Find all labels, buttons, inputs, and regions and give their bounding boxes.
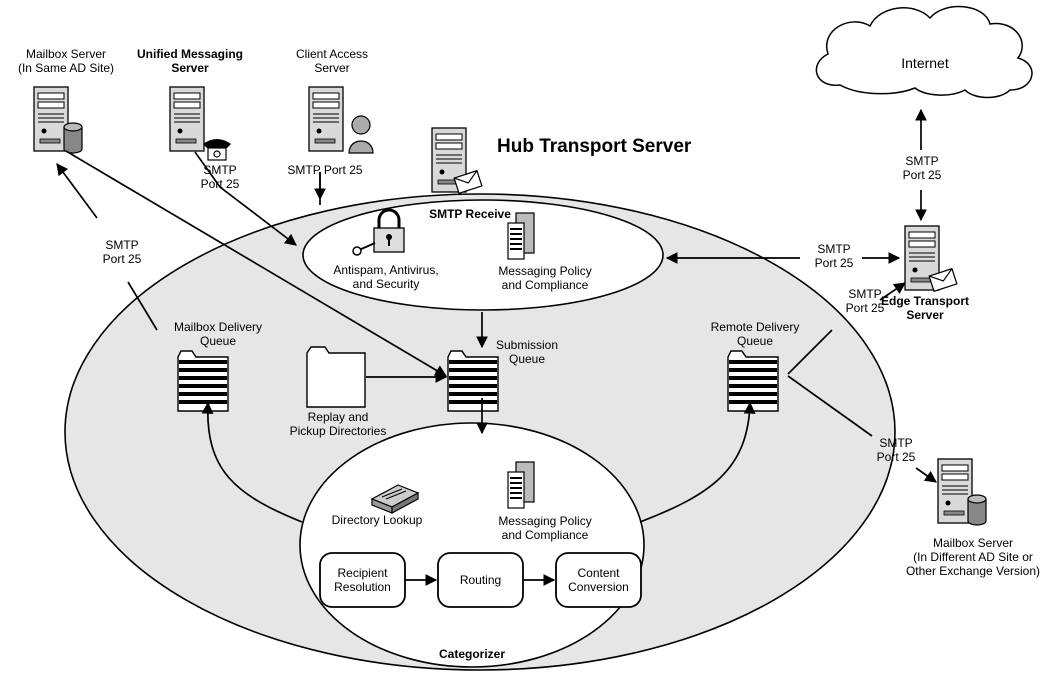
smtp-label-internet: SMTP Port 25 xyxy=(902,154,942,182)
smtp-label-um: SMTP Port 25 xyxy=(200,163,240,191)
internet-label: Internet xyxy=(901,55,949,71)
smtp-label-edge-remote: SMTP Port 25 xyxy=(845,287,885,315)
smtp-label-mailbox-diff: SMTP Port 25 xyxy=(876,436,916,464)
line-remote-edge-a xyxy=(787,329,833,375)
directory-lookup-icon xyxy=(370,484,420,515)
mailbox-server-same-label: Mailbox Server (In Same AD Site) xyxy=(17,47,115,75)
replay-folder-icon xyxy=(306,346,366,408)
smtp-label-mailbox-same: SMTP Port 25 xyxy=(102,238,142,266)
line-remote-mailbox-diff xyxy=(787,375,873,437)
client-access-server-icon xyxy=(308,86,374,154)
remote-delivery-queue-icon xyxy=(727,350,779,412)
arrow-remote-edge xyxy=(879,282,906,301)
line-mbxqueue-smtp xyxy=(127,281,158,331)
unified-messaging-label: Unified Messaging Server xyxy=(136,47,243,75)
arrow-remote-mailbox-diff xyxy=(915,467,937,483)
edge-transport-server-icon xyxy=(904,225,958,292)
submission-queue-label: Submission Queue xyxy=(495,338,559,366)
mailbox-server-diff-icon xyxy=(937,458,987,526)
smtp-label-edge-receive: SMTP Port 25 xyxy=(814,242,854,270)
arrow-categorizer-remote-queue xyxy=(639,401,756,523)
content-conversion-box xyxy=(555,552,642,608)
categorizer-policy-label: Messaging Policy and Compliance xyxy=(498,514,592,542)
categorizer-ellipse xyxy=(299,422,645,668)
unified-messaging-server-icon xyxy=(169,86,231,161)
categorizer-title: Categorizer xyxy=(438,647,506,661)
smtp-label-cas: SMTP Port 25 xyxy=(287,163,363,177)
arrow-um-receive xyxy=(194,151,297,246)
edge-transport-label: Edge Transport Server xyxy=(880,294,969,322)
client-access-label: Client Access Server xyxy=(295,47,369,75)
mailbox-delivery-queue-label: Mailbox Delivery Queue xyxy=(173,320,263,348)
directory-lookup-label: Directory Lookup xyxy=(331,513,423,527)
hub-transport-server-icon xyxy=(431,127,483,194)
smtp-receive-title: SMTP Receive xyxy=(429,207,511,221)
mailbox-server-diff-label: Mailbox Server (In Different AD Site or … xyxy=(905,536,1041,578)
recipient-resolution-label: Recipient Resolution xyxy=(334,566,391,594)
arrow-mailbox-same-submission xyxy=(65,150,448,377)
arrow-smtp-mailbox-same xyxy=(56,163,98,219)
replay-pickup-label: Replay and Pickup Directories xyxy=(289,410,387,438)
arrow-categorizer-mailbox-queue xyxy=(201,401,303,523)
remote-delivery-queue-label: Remote Delivery Queue xyxy=(710,320,800,348)
hub-transport-title: Hub Transport Server xyxy=(497,136,692,157)
mailbox-server-same-icon xyxy=(33,86,83,154)
user-icon xyxy=(348,115,374,154)
routing-label: Routing xyxy=(459,573,502,587)
telephone-icon xyxy=(203,139,231,161)
internet-cloud xyxy=(815,5,1033,99)
content-conversion-label: Content Conversion xyxy=(568,566,629,594)
receive-policy-label: Messaging Policy and Compliance xyxy=(498,264,592,292)
lock-key-icon xyxy=(352,208,405,256)
antispam-label: Antispam, Antivirus, and Security xyxy=(333,263,439,291)
mailbox-delivery-queue-icon xyxy=(177,350,229,412)
